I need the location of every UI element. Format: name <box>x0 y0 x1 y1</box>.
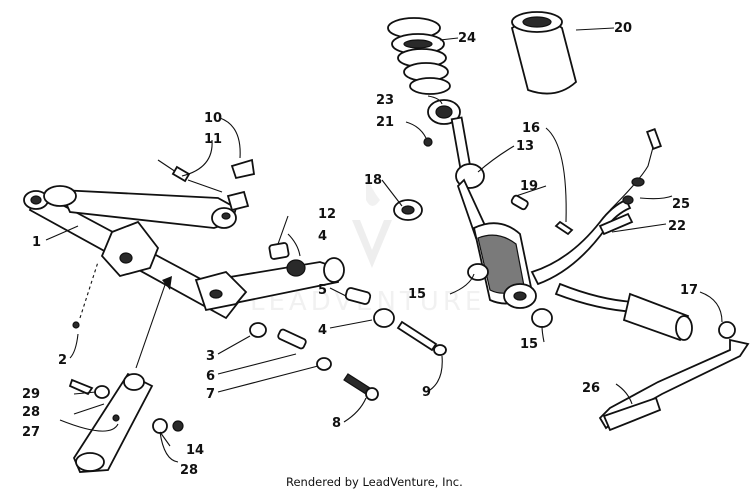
callout-20: 20 <box>614 21 632 36</box>
callout-19: 19 <box>520 179 538 194</box>
callout-2: 2 <box>58 353 67 368</box>
callout-22: 22 <box>668 219 686 234</box>
callout-13: 13 <box>516 139 534 154</box>
callout-15-left: 15 <box>408 287 426 302</box>
callout-11: 11 <box>204 132 222 147</box>
callout-10: 10 <box>204 111 222 126</box>
callout-9: 9 <box>422 385 431 400</box>
a-arm-assembly <box>23 158 447 473</box>
callout-28-right: 28 <box>180 463 198 478</box>
callout-16: 16 <box>522 121 540 136</box>
callout-18: 18 <box>364 173 382 188</box>
callout-8: 8 <box>332 416 341 431</box>
callout-17: 17 <box>680 283 698 298</box>
spring <box>387 17 451 95</box>
callout-5: 5 <box>318 283 327 298</box>
callout-14: 14 <box>186 443 204 458</box>
callout-21: 21 <box>376 115 394 130</box>
leader-lines <box>45 27 723 463</box>
callout-26: 26 <box>582 381 600 396</box>
callout-27: 27 <box>22 425 40 440</box>
callout-7: 7 <box>206 387 215 402</box>
callout-6: 6 <box>206 369 215 384</box>
callout-29: 29 <box>22 387 40 402</box>
callout-23: 23 <box>376 93 394 108</box>
callout-15-right: 15 <box>520 337 538 352</box>
callout-4-upper: 4 <box>318 229 327 244</box>
callout-24: 24 <box>458 31 476 46</box>
callout-12: 12 <box>318 207 336 222</box>
callouts: 1 2 3 4 4 5 6 7 8 9 10 11 12 13 14 15 15… <box>22 21 698 478</box>
callout-3: 3 <box>206 349 215 364</box>
callout-28-left: 28 <box>22 405 40 420</box>
callout-25: 25 <box>672 197 690 212</box>
callout-4-lower: 4 <box>318 323 327 338</box>
render-credit: Rendered by LeadVenture, Inc. <box>286 475 463 489</box>
callout-1: 1 <box>32 235 41 250</box>
